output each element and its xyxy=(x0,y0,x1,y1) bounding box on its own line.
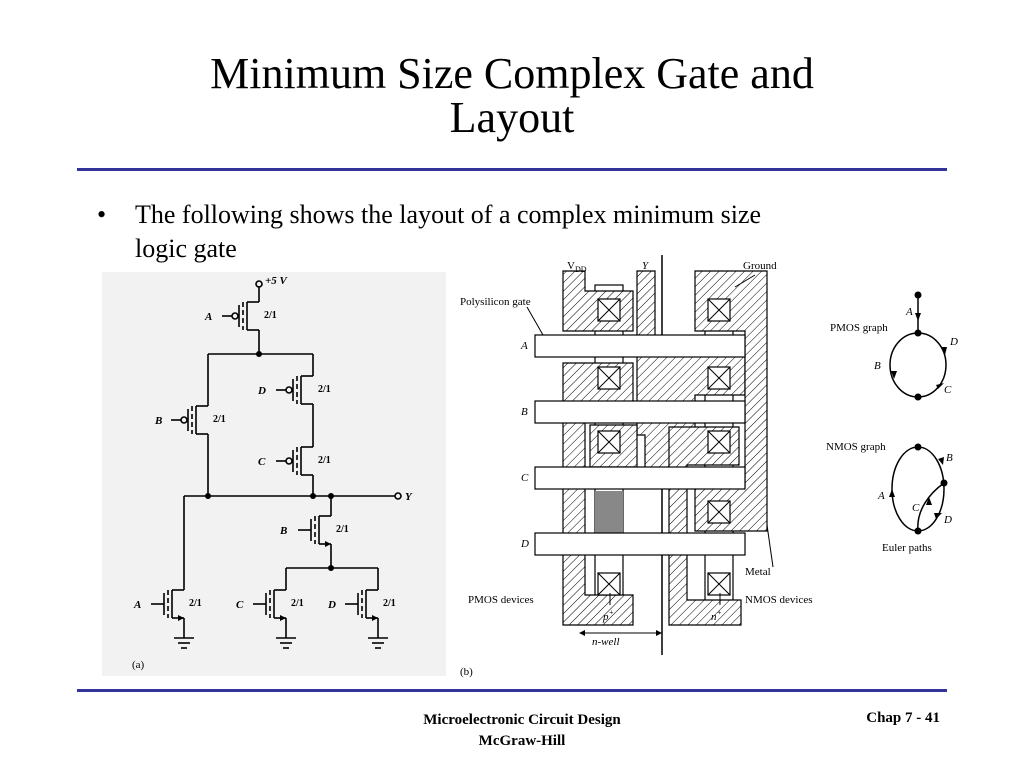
top-divider xyxy=(77,168,947,171)
pmos-graph-title: PMOS graph xyxy=(830,322,888,334)
nmos-edge-b: B xyxy=(946,452,953,464)
input-label-c2: C xyxy=(236,599,244,611)
poly-gate-a xyxy=(534,334,746,358)
ratio-label: 2/1 xyxy=(318,455,331,466)
pmos-left-metal xyxy=(562,362,634,626)
schematic-figure: +5 V A D B C Y B A C D 2/1 2/1 2/1 2/1 2… xyxy=(102,272,446,676)
supply-label: +5 V xyxy=(265,275,289,287)
euler-paths-caption: Euler paths xyxy=(882,542,932,554)
pmos-edge-d: D xyxy=(949,336,958,348)
pmos-devices-label: PMOS devices xyxy=(468,594,534,606)
gate-label-d: D xyxy=(520,538,529,550)
pmos-edge-c: C xyxy=(944,384,952,396)
poly-gate-d xyxy=(534,532,746,556)
nmos-graph-title: NMOS graph xyxy=(826,441,886,453)
figure-caption-a: (a) xyxy=(132,659,145,671)
input-label-d1: D xyxy=(257,385,266,397)
input-label-d2: D xyxy=(327,599,336,611)
footer-source: Microelectronic Circuit Design McGraw-Hi… xyxy=(352,710,692,752)
title-line-2: Layout xyxy=(449,93,575,142)
poly-gate-c xyxy=(534,466,746,490)
ratio-label: 2/1 xyxy=(336,524,349,535)
input-label-c1: C xyxy=(258,456,266,468)
nmos-edge-a: A xyxy=(877,490,885,502)
footer-publisher: McGraw-Hill xyxy=(478,733,566,749)
nmos-edge-c: C xyxy=(912,502,920,514)
ratio-label: 2/1 xyxy=(318,384,331,395)
p-plus-label: p+ xyxy=(602,608,614,623)
y-label: Y xyxy=(642,260,650,272)
ground-label: Ground xyxy=(743,260,777,272)
ratio-label: 2/1 xyxy=(189,598,202,609)
pmos-edge-a: A xyxy=(905,306,913,318)
output-label: Y xyxy=(405,491,413,503)
nwell-label: n-well xyxy=(592,636,620,648)
input-label-b1: B xyxy=(154,415,162,427)
slide-title: Minimum Size Complex Gate and Layout xyxy=(60,52,964,140)
bullet-text: The following shows the layout of a comp… xyxy=(135,198,915,266)
input-label-a2: A xyxy=(133,599,141,611)
poly-gate-b xyxy=(534,400,746,424)
ratio-label: 2/1 xyxy=(291,598,304,609)
bottom-divider xyxy=(77,689,947,692)
footer-book-title: Microelectronic Circuit Design xyxy=(423,712,621,728)
gate-label-b: B xyxy=(521,406,528,418)
ratio-label: 2/1 xyxy=(213,414,226,425)
layout-figure: VDD Y Ground Polysilicon gate A B C D Me… xyxy=(460,255,813,678)
pmos-edge-b: B xyxy=(874,360,881,372)
ratio-label: 2/1 xyxy=(383,598,396,609)
bullet-line-2: logic gate xyxy=(135,234,237,263)
n-plus-label: n+ xyxy=(711,608,722,623)
nmos-edge-d: D xyxy=(943,514,952,526)
bullet-icon: • xyxy=(97,200,107,229)
metal-label: Metal xyxy=(745,566,771,578)
vdd-label: VDD xyxy=(567,260,587,274)
input-label-b2: B xyxy=(279,525,287,537)
euler-graphs: PMOS graph NMOS graph Euler paths A D B … xyxy=(826,291,958,554)
bullet-line-1: The following shows the layout of a comp… xyxy=(135,200,762,229)
footer-page-number: Chap 7 - 41 xyxy=(866,710,940,726)
gate-label-c: C xyxy=(521,472,529,484)
figure-caption-b: (b) xyxy=(460,666,473,678)
title-line-1: Minimum Size Complex Gate and xyxy=(210,49,814,98)
gate-label-a: A xyxy=(520,340,528,352)
ratio-label: 2/1 xyxy=(264,310,277,321)
input-label-a1: A xyxy=(204,311,212,323)
poly-label: Polysilicon gate xyxy=(460,296,531,308)
nmos-devices-label: NMOS devices xyxy=(745,594,813,606)
